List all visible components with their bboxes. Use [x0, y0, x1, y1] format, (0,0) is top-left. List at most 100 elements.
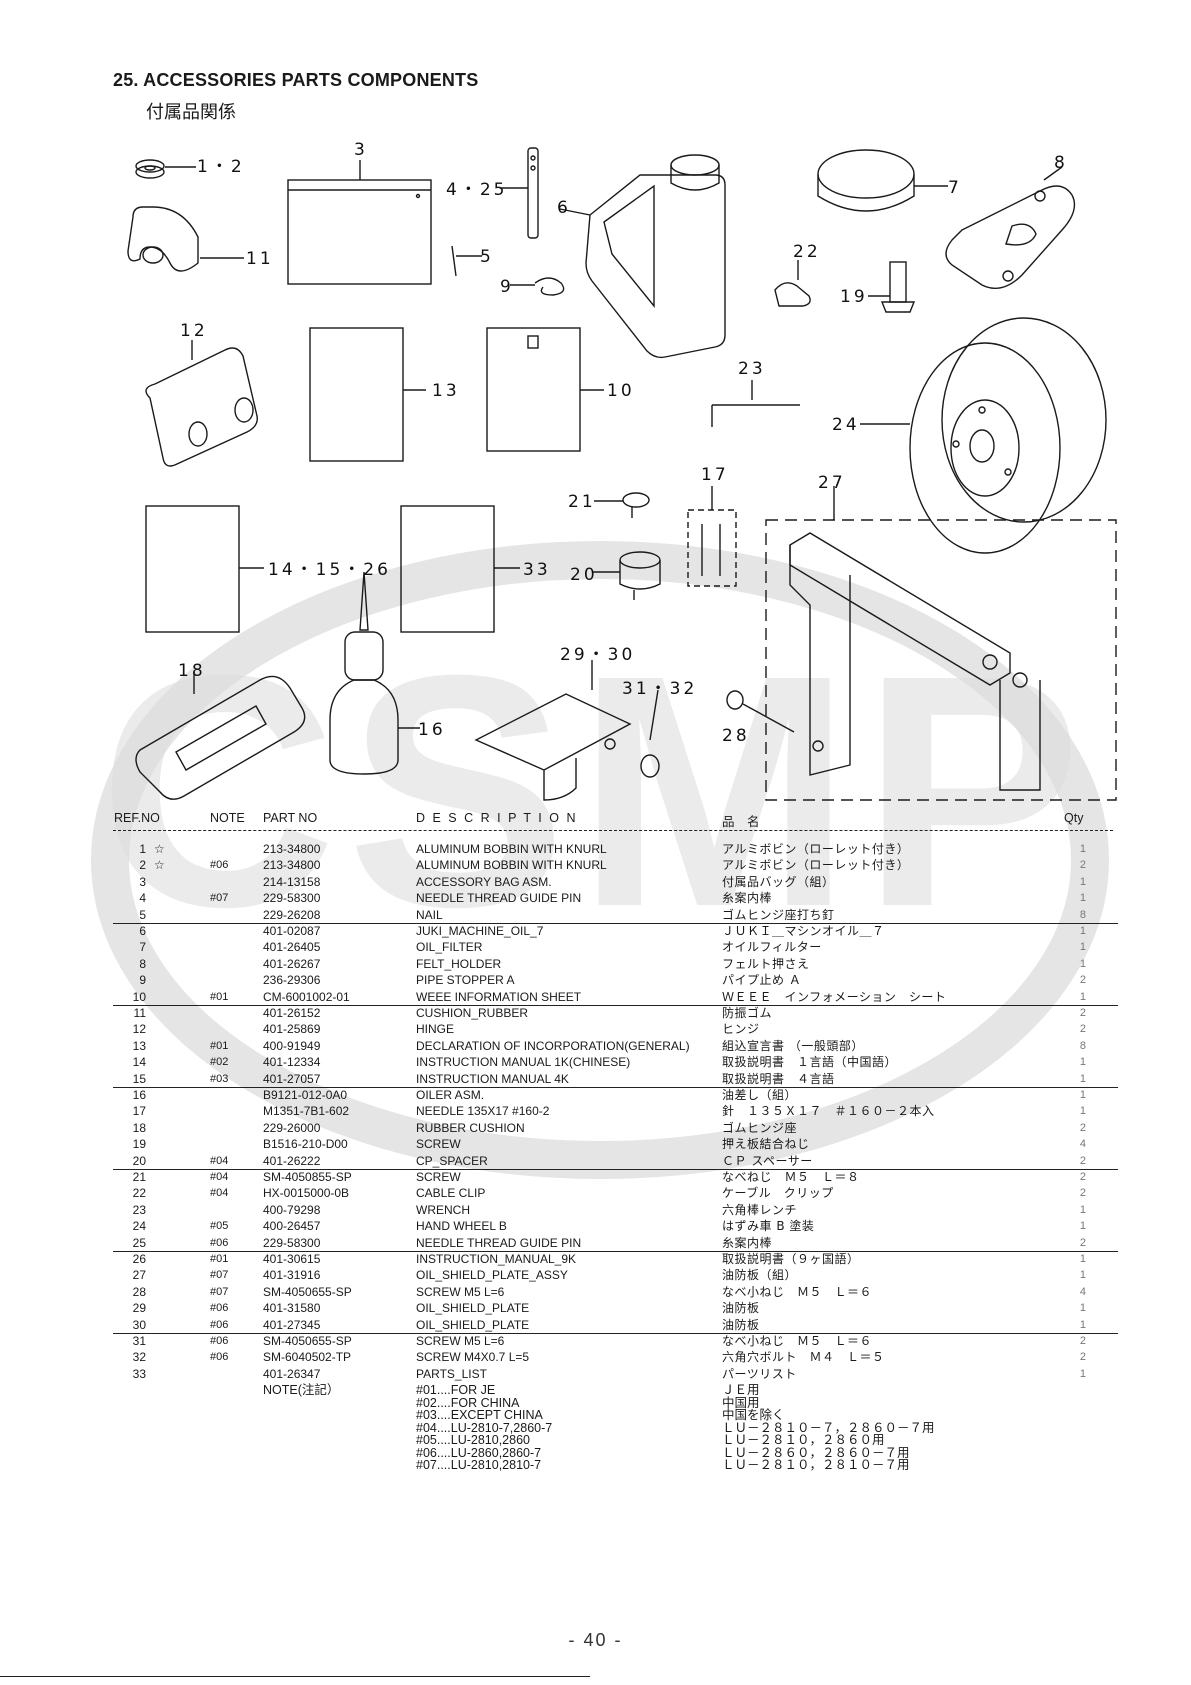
qty-cell: 1	[1079, 1072, 1086, 1085]
description-cell: WRENCH	[416, 1202, 470, 1217]
ref-no-cell: 29	[132, 1301, 146, 1316]
description-cell: CUSHION_RUBBER	[416, 1006, 529, 1020]
japanese-name-cell: 付属品バッグ（組）	[722, 874, 835, 889]
qty-cell: 2	[1079, 974, 1086, 987]
japanese-name-cell: アルミボビン（ローレット付き）	[722, 842, 910, 856]
qty-cell: 1	[1079, 1253, 1086, 1265]
qty-cell: 1	[1079, 892, 1086, 905]
qty-cell: 1	[1079, 925, 1086, 937]
note-cell: #06	[210, 1335, 229, 1347]
description-cell: DECLARATION OF INCORPORATION(GENERAL)	[416, 1038, 690, 1053]
japanese-name-cell: ゴムヒンジ座打ち釘	[722, 907, 835, 922]
part-no-cell: 401-26267	[263, 956, 321, 971]
note-cell: #06	[210, 1302, 229, 1315]
ref-no-cell: 6	[139, 924, 146, 938]
ref-no-cell: 3	[139, 874, 146, 889]
qty-cell: 1	[1079, 941, 1086, 954]
part-no-cell: HX-0015000-0B	[263, 1186, 350, 1201]
part-no-cell: 401-26152	[263, 1006, 321, 1020]
group-divider	[113, 1333, 1118, 1334]
qty-cell: 1	[1079, 1203, 1086, 1216]
description-cell: NAIL	[416, 907, 443, 922]
japanese-name-cell: 糸案内棒	[722, 1235, 773, 1250]
part-no-cell: 401-25869	[263, 1022, 321, 1037]
japanese-name-cell: アルミボビン（ローレット付き）	[722, 858, 910, 873]
note-line-en: #06....LU-2860,2860-7	[416, 1445, 542, 1460]
note-cell: #04	[210, 1187, 229, 1200]
callout-8: 8	[1054, 153, 1068, 173]
qty-cell: 4	[1079, 1285, 1086, 1298]
callout-29-30: 29・30	[560, 645, 635, 665]
description-cell: RUBBER CUSHION	[416, 1120, 525, 1135]
part-no-cell: 401-27057	[263, 1071, 321, 1086]
page-subtitle: 付属品関係	[146, 102, 236, 123]
qty-cell: 1	[1079, 1056, 1086, 1069]
header-part-no: PART NO	[263, 811, 318, 825]
part-no-cell: 400-26457	[263, 1219, 321, 1234]
qty-cell: 1	[1079, 990, 1086, 1003]
note-cell: #06	[210, 859, 229, 872]
note-cell: #04	[210, 1154, 229, 1167]
part-no-cell: 401-26222	[263, 1153, 321, 1168]
callout-31-32: 31・32	[622, 679, 697, 699]
ref-no-cell: 19	[132, 1137, 146, 1152]
part-no-cell: 401-02087	[263, 924, 321, 938]
ref-no-cell: 10	[132, 989, 146, 1004]
note-cell: #01	[210, 990, 229, 1003]
page-title: 25. ACCESSORIES PARTS COMPONENTS	[113, 70, 479, 90]
ref-no-cell: 33	[132, 1366, 146, 1381]
part-no-cell: B9121-012-0A0	[263, 1088, 348, 1102]
japanese-name-cell: 針 １３５Ｘ１７ ＃１６０－２本入	[722, 1104, 935, 1119]
description-cell: JUKI_MACHINE_OIL_7	[416, 924, 544, 938]
qty-cell: 2	[1079, 1154, 1086, 1167]
note-cell: #02	[210, 1056, 229, 1069]
ref-no-cell: 24	[132, 1219, 146, 1234]
ref-no-cell: 8	[139, 956, 146, 971]
part-no-cell: SM-4050655-SP	[263, 1334, 352, 1348]
description-cell: OILER ASM.	[416, 1088, 485, 1102]
notes-english: #01....FOR JE#02....FOR CHINA#03....EXCE…	[416, 1384, 552, 1472]
description-cell: WEEE INFORMATION SHEET	[416, 989, 582, 1004]
part-no-cell: SM-4050655-SP	[263, 1284, 352, 1299]
note-cell: #07	[210, 1285, 229, 1298]
ref-no-cell: 27	[132, 1268, 146, 1283]
qty-cell: 1	[1079, 1269, 1086, 1282]
japanese-name-cell: 六角棒レンチ	[722, 1202, 798, 1217]
callout-13: 13	[432, 381, 460, 401]
ref-no-cell: 4	[139, 891, 146, 906]
japanese-name-cell: パイプ止め Ａ	[722, 973, 802, 988]
description-cell: INSTRUCTION MANUAL 4K	[416, 1071, 569, 1086]
ref-no-cell: 15	[132, 1071, 146, 1086]
header-divider	[113, 830, 1113, 831]
description-cell: ALUMINUM BOBBIN WITH KNURL	[416, 842, 607, 856]
japanese-name-cell: フェルト押さえ	[722, 956, 810, 971]
japanese-name-cell: ヒンジ	[722, 1022, 760, 1037]
part-no-cell: 229-58300	[263, 891, 321, 906]
qty-cell: 2	[1079, 1007, 1086, 1019]
callout-3: 3	[354, 140, 368, 160]
japanese-name-cell: パーツリスト	[722, 1366, 797, 1381]
ref-no-cell: 14	[132, 1055, 146, 1070]
page-number: - 40 -	[568, 1630, 623, 1650]
note-cell: #01	[210, 1039, 229, 1052]
japanese-name-cell: ＷＥＥＥ インフォメーション シート	[722, 989, 947, 1004]
part-no-cell: CM-6001002-01	[263, 989, 350, 1004]
ref-no-cell: 11	[133, 1006, 146, 1020]
japanese-name-cell: 油防板（組）	[722, 1268, 798, 1283]
japanese-name-cell: 押え板結合ねじ	[722, 1137, 810, 1152]
callout-17: 17	[701, 465, 729, 485]
callout-9: 9	[500, 277, 514, 297]
description-cell: SCREW M5 L=6	[416, 1284, 505, 1299]
group-divider	[113, 1005, 1118, 1006]
qty-cell: 2	[1079, 1351, 1086, 1364]
ref-no-cell: 2	[139, 858, 146, 873]
